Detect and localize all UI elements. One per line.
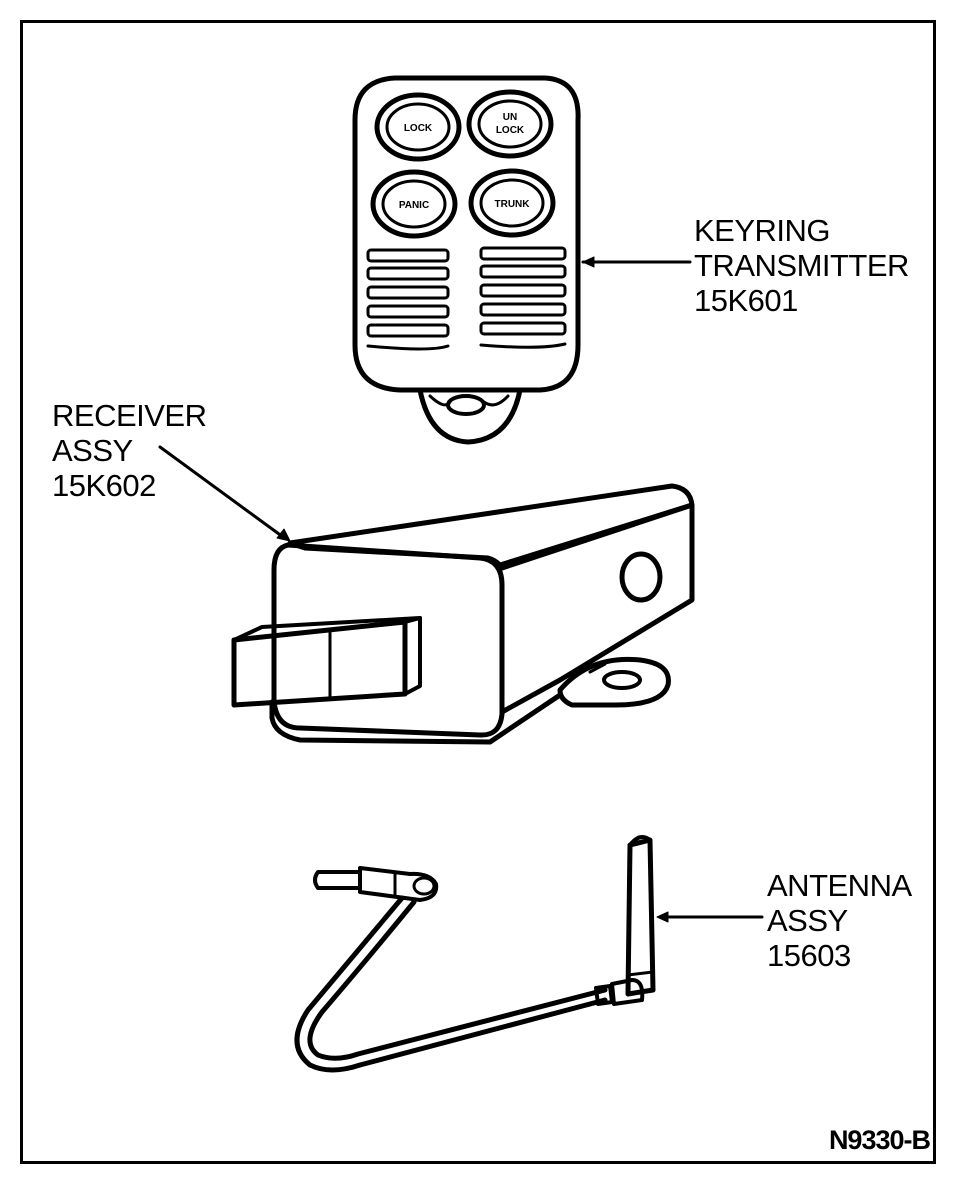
antenna-part-number: 15603 xyxy=(767,938,851,973)
figure-frame xyxy=(20,20,936,1164)
figure-id: N9330-B xyxy=(828,1125,931,1155)
unlock-button-label-2: LOCK xyxy=(496,125,525,136)
antenna-name-line2: ASSY xyxy=(767,903,848,938)
keyring-name-line1: KEYRING xyxy=(694,213,831,248)
receiver-assembly-callout: RECEIVER ASSY 15K602 xyxy=(52,398,207,503)
lock-button: LOCK xyxy=(374,92,462,162)
receiver-leader-line xyxy=(158,445,285,539)
keyring-transmitter-callout: KEYRING TRANSMITTER 15K601 xyxy=(694,213,909,318)
receiver-assembly xyxy=(231,483,695,745)
keyring-part-number: 15K601 xyxy=(694,283,798,318)
trunk-button: TRUNK xyxy=(468,168,556,238)
antenna-assembly-callout: ANTENNA ASSY 15603 xyxy=(767,868,912,973)
panic-button: PANIC xyxy=(370,169,458,239)
antenna-name-line1: ANTENNA xyxy=(767,868,912,903)
antenna-assembly xyxy=(294,834,656,1073)
transmitter-grille xyxy=(366,246,567,351)
receiver-name-line1: RECEIVER xyxy=(52,398,207,433)
unlock-button-label-1: UN xyxy=(503,112,517,123)
receiver-part-number: 15K602 xyxy=(52,468,156,503)
keyring-transmitter: LOCK UN LOCK PANIC TRUNK xyxy=(352,75,581,445)
keyring-name-line2: TRANSMITTER xyxy=(694,248,909,283)
trunk-button-label: TRUNK xyxy=(495,199,531,210)
lock-button-label: LOCK xyxy=(404,123,433,134)
unlock-button: UN LOCK xyxy=(466,89,554,159)
receiver-name-line2: ASSY xyxy=(52,433,133,468)
panic-button-label: PANIC xyxy=(399,200,429,211)
